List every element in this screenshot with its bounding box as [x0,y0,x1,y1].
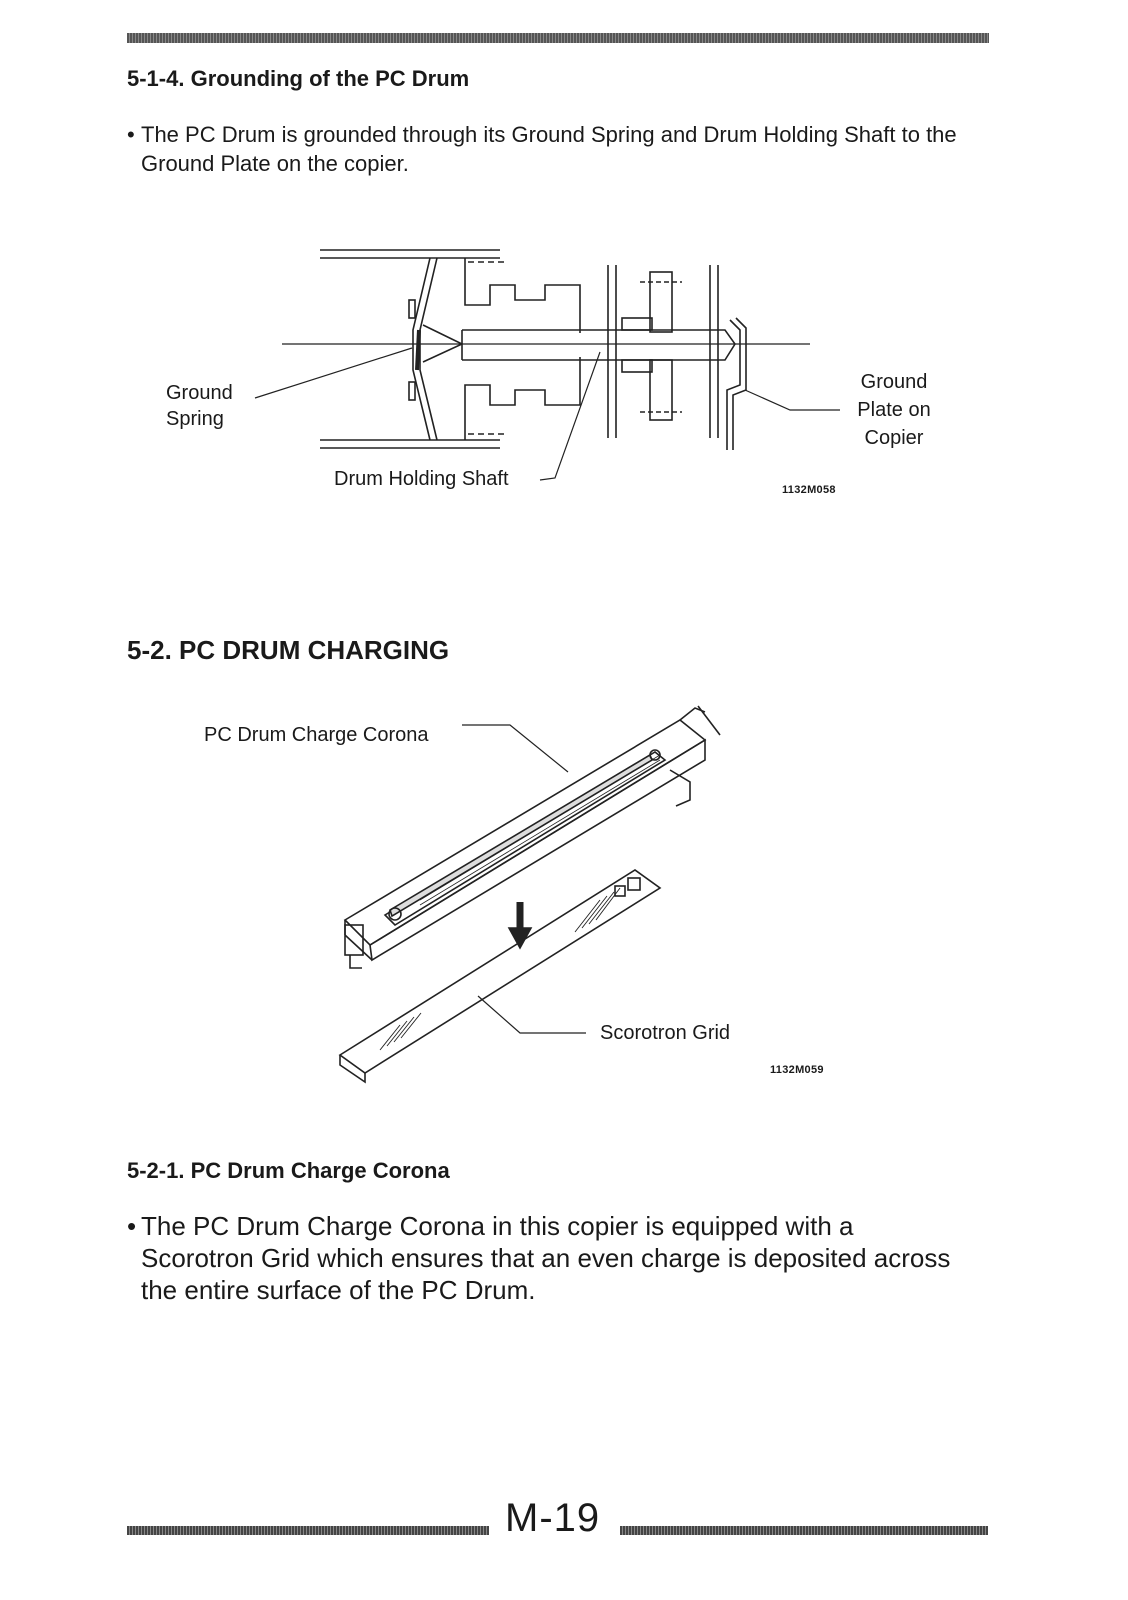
figure-code-2: 1132M059 [770,1064,824,1076]
footer-rule-left [127,1526,489,1535]
figure-code-1: 1132M058 [782,484,836,496]
label-ground-spring: Ground Spring [166,380,233,432]
label-ground-plate: Ground Plate on Copier [848,368,940,452]
label-scorotron-grid: Scorotron Grid [600,1022,731,1044]
label-drum-holding-shaft: Drum Holding Shaft [334,468,509,490]
label-ground-plate-text: Ground Plate on Copier [857,371,931,449]
drum-grounding-diagram [254,249,840,481]
bullet: • [127,1211,137,1241]
paragraph-charge-corona: • The PC Drum Charge Corona in this copi… [127,1210,957,1306]
page-number: M-19 [505,1496,601,1540]
label-ground-spring-text: Ground Spring [166,382,233,430]
paragraph-text: The PC Drum Charge Corona in this copier… [141,1211,951,1305]
top-rule [127,33,989,43]
charge-corona-diagram [338,705,721,1084]
bullet: • [127,122,135,147]
section-heading-charging: 5-2. PC DRUM CHARGING [127,635,450,665]
section-heading-charge-corona: 5-2-1. PC Drum Charge Corona [127,1158,450,1183]
footer-rule-right [620,1526,988,1535]
label-pc-drum-charge-corona: PC Drum Charge Corona [204,724,429,746]
section-heading-grounding: 5-1-4. Grounding of the PC Drum [127,66,470,91]
paragraph-grounding: • The PC Drum is grounded through its Gr… [127,120,957,178]
paragraph-text: The PC Drum is grounded through its Grou… [141,122,957,176]
